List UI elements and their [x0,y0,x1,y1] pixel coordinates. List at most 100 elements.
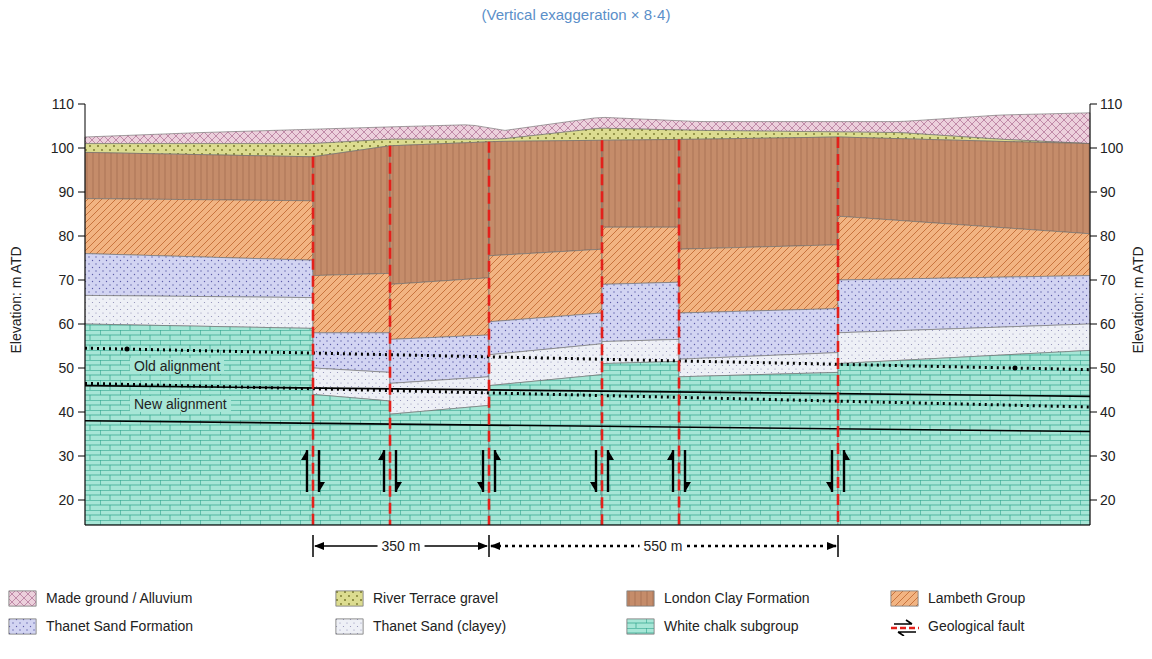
tick-label: 30 [58,448,74,464]
tick-label: 20 [58,492,74,508]
axis-tick [1090,148,1097,149]
strata-layer [679,245,838,313]
strata-layer [85,324,313,525]
geological-fault [837,137,840,525]
swatch-pattern [336,591,363,606]
axis-tick [78,324,85,325]
old-alignment-line [85,383,1090,407]
legend-swatch [335,618,365,636]
axis-tick [1090,280,1097,281]
legend-swatch [626,590,656,608]
geological-fault [312,157,315,525]
axis-tick [1090,412,1097,413]
legend-text: London Clay Formation [664,590,810,606]
dimension-tick [488,535,490,557]
legend-swatch [890,618,920,636]
tick-label: 60 [58,316,74,332]
geological-fault [601,140,604,525]
axis-tick [1090,192,1097,193]
fault-movement-arrowhead [319,482,325,492]
strata-layer [390,335,489,383]
tick-label: 90 [58,184,74,200]
legend-swatch [626,618,656,636]
strata-layer [679,137,838,249]
swatch-fill [627,619,654,634]
strata-layer [390,278,489,340]
axis-tick [78,368,85,369]
swatch-fill [891,591,918,606]
strata-layer [390,405,489,525]
strata-layer [602,227,679,284]
axis-tick [78,280,85,281]
new-alignment-line [85,421,1090,432]
swatch-pattern [891,591,918,606]
fault-movement-arrowhead [396,482,402,492]
strata-layer [313,273,390,332]
dimension-arrowhead [490,542,500,550]
strata-layer [602,361,679,525]
tick-label: 40 [1100,404,1116,420]
axis-tick [78,192,85,193]
axis-tick [1090,456,1097,457]
tick-label: 60 [1100,316,1116,332]
axis-line [1090,104,1091,525]
axis-tick [78,412,85,413]
swatch-fill [9,591,36,606]
strata-layer [85,254,313,298]
fault-movement-arrowhead [477,482,483,492]
alignment-label: New alignment [130,396,231,412]
axis-title: Elevation: m ATD [1130,246,1146,353]
fault-sample-arrow [898,632,916,636]
dimension-label: 350 m [378,538,425,554]
tick-label: 100 [51,140,74,156]
strata-layer [313,394,390,525]
tick-label: 80 [58,228,74,244]
strata-layer [313,146,390,276]
strata-layer [85,199,313,261]
tick-label: 80 [1100,228,1116,244]
fault-movement-arrowhead [378,450,384,460]
fault-movement-arrowhead [844,450,850,460]
strata-layer [489,375,602,525]
swatch-fill [336,591,363,606]
tick-label: 70 [58,272,74,288]
axis-line [85,104,86,525]
dimension-tick [312,535,314,557]
strata-layer [838,350,1090,525]
legend-text: Made ground / Alluvium [46,590,192,606]
legend-text: Thanet Sand (clayey) [373,618,506,634]
strata-layer [85,152,313,200]
new-alignment-line [85,386,1090,397]
swatch-pattern [627,619,654,634]
swatch-pattern [336,619,363,634]
tick-label: 20 [1100,492,1116,508]
axis-tick [78,236,85,237]
swatch-pattern [9,591,36,606]
geological-fault [488,142,491,525]
diagram-title: (Vertical exaggeration × 8·4) [482,6,671,23]
strata-layer [838,276,1090,333]
legend-text: Lambeth Group [928,590,1025,606]
axis-tick [78,500,85,501]
legend-text: River Terrace gravel [373,590,498,606]
strata-layer [679,372,838,525]
axis-tick [1090,368,1097,369]
dimension-label: 550 m [640,538,687,554]
tick-label: 100 [1100,140,1123,156]
axis-tick [78,104,85,105]
strata-layer [489,249,602,322]
tick-label: 110 [52,96,74,112]
legend-swatch [890,590,920,608]
axis-line [85,525,1090,526]
tick-label: 70 [1100,272,1116,288]
fault-movement-arrowhead [826,482,832,492]
dimension-arrowhead [314,542,324,550]
strata-layer [489,140,602,256]
legend-swatch [335,590,365,608]
alignment-label: Old alignment [130,358,224,374]
axis-title: Elevation: m ATD [8,246,24,353]
geological-fault [389,146,392,525]
tick-label: 90 [1100,184,1116,200]
fault-sample-arrow [894,620,912,624]
